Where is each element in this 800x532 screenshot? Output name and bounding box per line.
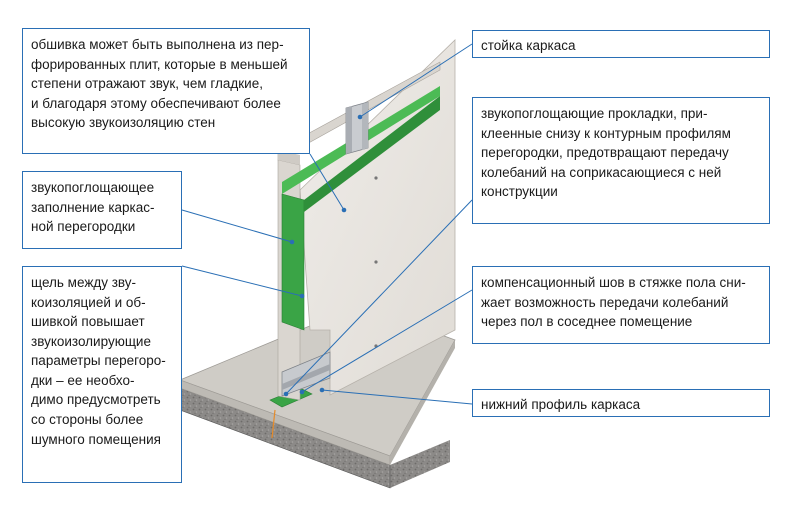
leader-gap	[181, 265, 303, 297]
leader-bottom-profile	[321, 389, 473, 405]
callout-infill: звукопоглощающее заполнение каркас- ной …	[22, 171, 182, 249]
leader-infill	[181, 209, 293, 243]
cladding-board	[299, 39, 456, 396]
leader-cladding	[309, 153, 345, 211]
leader-pads	[285, 199, 473, 395]
stud-profile	[345, 101, 369, 155]
callout-pads: звукопоглощающие прокладки, при- клеенны…	[472, 97, 770, 224]
leader-stud	[359, 43, 473, 118]
leader-joint	[301, 289, 473, 393]
leader-dots	[283, 114, 363, 397]
callout-gap: щель между зву- коизоляцией и об- шивкой…	[22, 266, 182, 483]
leader-lines	[181, 43, 473, 405]
callout-cladding: обшивка может быть выполнена из пер- фор…	[22, 28, 310, 154]
callout-stud: стойка каркаса	[472, 30, 770, 58]
callout-joint: компенсационный шов в стяжке пола сни- ж…	[472, 266, 770, 344]
callout-bottom-profile: нижний профиль каркаса	[472, 389, 770, 417]
orange-accent	[271, 409, 276, 439]
